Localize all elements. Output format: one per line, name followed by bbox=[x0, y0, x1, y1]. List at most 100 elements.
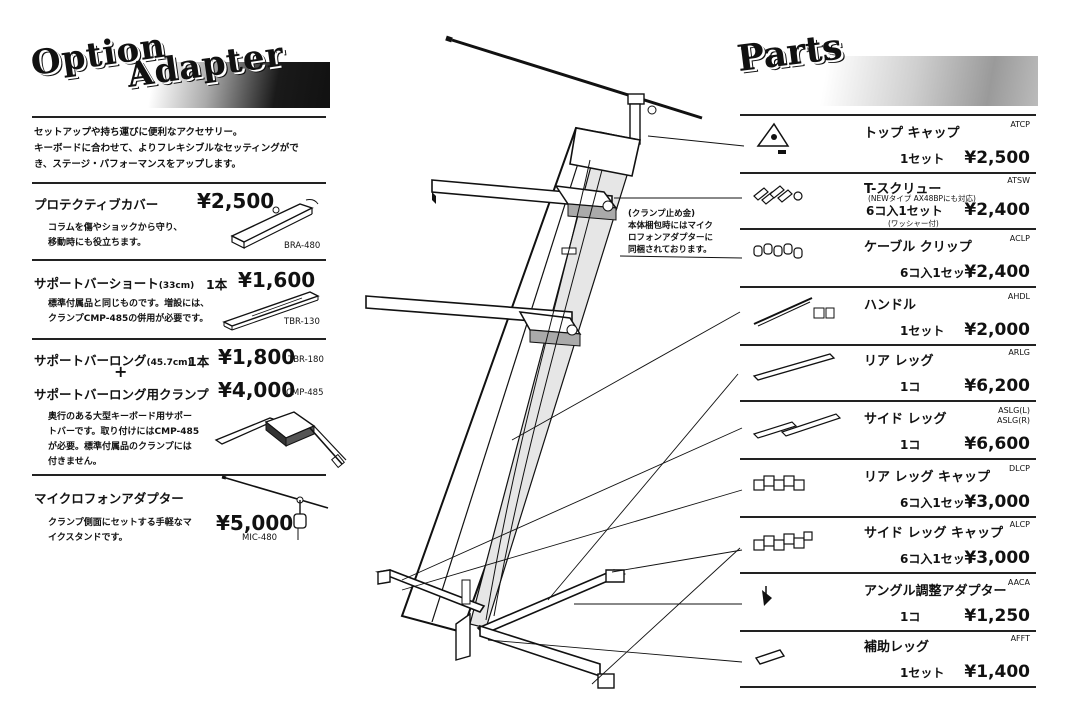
part-qty: 1コ bbox=[900, 610, 921, 624]
part-rule bbox=[740, 630, 1036, 632]
part-rule bbox=[740, 686, 1036, 688]
option-item-qty: 1本 bbox=[188, 354, 210, 369]
option-item-price: ¥4,000 bbox=[218, 378, 296, 402]
part-name: サイド レッグ bbox=[864, 412, 947, 427]
desc-line: 標準付属品と同じものです。増設には、 bbox=[48, 299, 210, 309]
desc-line: クランプCMP-485の併用が必要です。 bbox=[48, 314, 209, 324]
parts-rule-top bbox=[740, 114, 1036, 116]
option-item-code: TBR-130 bbox=[284, 317, 320, 327]
part-code-secondary: ASLG(R) bbox=[996, 416, 1030, 425]
option-item-desc: コラムを傷やショックから守り、 移動時にも役立ちます。 bbox=[48, 221, 228, 251]
callout-line: 同梱されております。 bbox=[628, 245, 712, 255]
option-item-name: マイクロフォンアダプター bbox=[34, 491, 184, 506]
part-price: ¥2,000 bbox=[964, 320, 1030, 340]
part-price: ¥3,000 bbox=[964, 548, 1030, 568]
callout-line: 本体梱包時にはマイク bbox=[628, 221, 713, 231]
cover-illustration bbox=[230, 199, 319, 249]
part-qty: 6コ入1セット bbox=[900, 266, 977, 280]
desc-line: 移動時にも役立ちます。 bbox=[48, 238, 147, 248]
option-item-code: MIC-480 bbox=[242, 533, 278, 543]
part-rule bbox=[740, 286, 1036, 288]
part-price: ¥6,600 bbox=[964, 434, 1030, 454]
option-rule bbox=[32, 182, 326, 184]
part-rule bbox=[740, 400, 1036, 402]
part-code: ALCP bbox=[1009, 520, 1030, 529]
option-item-price: ¥5,000 bbox=[216, 511, 294, 535]
part-illustration bbox=[752, 413, 842, 439]
part-illustration bbox=[753, 297, 835, 327]
mic-adapter-illustration bbox=[221, 475, 329, 540]
option-rule bbox=[32, 474, 326, 476]
part-rule bbox=[740, 344, 1036, 346]
part-name: トップ キャップ bbox=[864, 126, 960, 141]
part-row: ハンドル AHDL 1セット ¥2,000 bbox=[740, 288, 1036, 346]
parts-title-banner bbox=[790, 56, 1038, 106]
desc-line: が必要。標準付属品のクランプには bbox=[48, 442, 192, 452]
part-qty: 1セット bbox=[900, 152, 945, 166]
part-name: ケーブル クリップ bbox=[864, 240, 972, 255]
support-bar-short-illustration bbox=[222, 291, 320, 331]
option-item-name: プロテクティブカバー bbox=[34, 197, 159, 212]
option-item-size: (45.7cm) bbox=[146, 358, 192, 368]
option-item-qty: 1本 bbox=[206, 277, 228, 292]
plus-sign: + bbox=[114, 362, 128, 381]
desc-line: 付きません。 bbox=[48, 457, 102, 467]
part-qty: 6コ入1セット bbox=[900, 496, 977, 510]
part-name: アングル調整アダプター bbox=[864, 584, 1007, 599]
option-item-code: TBR-180 bbox=[288, 355, 324, 365]
part-rule bbox=[740, 228, 1036, 230]
part-price: ¥1,400 bbox=[964, 662, 1030, 682]
part-code: ATSW bbox=[1007, 176, 1030, 185]
part-qty: 1セット bbox=[900, 666, 945, 680]
part-name: ハンドル bbox=[864, 298, 917, 313]
part-rule bbox=[740, 516, 1036, 518]
callout-line: (クランプ止め金) bbox=[628, 209, 696, 219]
part-code: DLCP bbox=[1008, 464, 1030, 473]
part-name: 補助レッグ bbox=[864, 640, 930, 655]
option-item-price: ¥2,500 bbox=[197, 189, 275, 213]
part-qty: 6コ入1セット bbox=[866, 204, 943, 218]
part-illustration bbox=[756, 122, 790, 154]
part-illustration bbox=[762, 586, 772, 606]
option-item-desc: 奥行のある大型キーボード用サポー トバーです。取り付けにはCMP-485 が必要… bbox=[48, 410, 218, 470]
part-name: サイド レッグ キャップ bbox=[864, 526, 1004, 541]
desc-line: トバーです。取り付けにはCMP-485 bbox=[48, 427, 200, 437]
option-item-code: BRA-480 bbox=[284, 241, 321, 251]
part-code: ACLP bbox=[1009, 234, 1030, 243]
desc-line: クランプ側面にセットする手軽なマ bbox=[48, 518, 192, 528]
option-intro: セットアップや持ち運びに便利なアクセサリー。 キーボードに合わせて、よりフレキシ… bbox=[34, 125, 334, 173]
option-intro-line: セットアップや持ち運びに便利なアクセサリー。 bbox=[34, 127, 243, 138]
part-illustration bbox=[753, 475, 805, 491]
option-item-name: サポートバーショート bbox=[34, 276, 159, 291]
option-item-code: CMP-485 bbox=[286, 388, 324, 398]
part-illustration bbox=[753, 185, 803, 205]
part-price: ¥6,200 bbox=[964, 376, 1030, 396]
part-code: AHDL bbox=[1007, 292, 1030, 301]
part-code: ARLG bbox=[1008, 348, 1030, 357]
option-item-desc: クランプ側面にセットする手軽なマ イクスタンドです。 bbox=[48, 516, 228, 546]
part-qty: 1コ bbox=[900, 380, 921, 394]
part-illustration bbox=[752, 353, 836, 381]
desc-line: 奥行のある大型キーボード用サポー bbox=[48, 412, 193, 422]
option-item-name-row: サポートバーロング(45.7cm) bbox=[34, 350, 192, 369]
part-qty: 1コ bbox=[900, 438, 921, 452]
part-code: ATCP bbox=[1010, 120, 1030, 129]
option-item-price: ¥1,600 bbox=[238, 268, 316, 292]
option-item-name-row: サポートバーショート(33cm) bbox=[34, 273, 194, 292]
option-rule-top bbox=[32, 116, 326, 118]
part-name: T-スクリュー bbox=[864, 182, 942, 197]
part-price: ¥3,000 bbox=[964, 492, 1030, 512]
option-intro-line: キーボードに合わせて、よりフレキシブルなセッティングがで bbox=[34, 143, 299, 154]
part-qty: 1セット bbox=[900, 324, 945, 338]
part-note: (NEWタイプ AX48BPにも対応) bbox=[868, 194, 976, 203]
clamp-callout: (クランプ止め金) 本体梱包時にはマイク ロフォンアダプターに 同梱されておりま… bbox=[628, 208, 738, 256]
part-code: ASLG(L) bbox=[998, 406, 1030, 415]
